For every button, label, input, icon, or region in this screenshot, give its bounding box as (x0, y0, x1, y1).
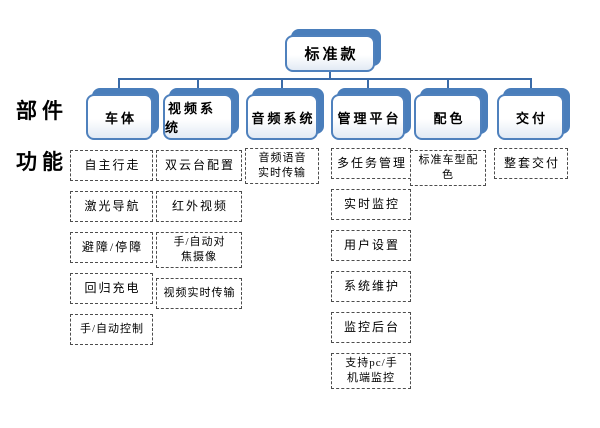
function-item: 系统维护 (331, 271, 411, 302)
node-root: 标准款 (285, 29, 381, 72)
function-item: 手/自动控制 (70, 314, 153, 345)
function-column-video-system: 双云台配置红外视频手/自动对 焦摄像视频实时传输 (156, 150, 242, 309)
connector-drop-6 (530, 78, 532, 91)
function-item: 多任务管理 (331, 148, 411, 179)
function-item: 手/自动对 焦摄像 (156, 232, 242, 268)
connector-rail (118, 78, 532, 80)
connector-drop-4 (367, 78, 369, 91)
connector-drop-3 (281, 78, 283, 91)
node-category-audio-system: 音频系统 (246, 88, 324, 140)
function-column-color-scheme: 标准车型配色 (410, 150, 486, 186)
node-category-chassis: 车体 (86, 88, 159, 140)
node-label: 管理平台 (331, 94, 405, 140)
node-label: 交付 (497, 94, 564, 140)
connector-drop-1 (118, 78, 120, 91)
row-label-components: 部件 (16, 99, 68, 123)
node-category-management-platform: 管理平台 (331, 88, 411, 140)
node-label: 车体 (86, 94, 153, 140)
connector-drop-2 (197, 78, 199, 91)
function-item: 支持pc/手 机端监控 (331, 353, 411, 389)
function-item: 标准车型配色 (410, 150, 486, 186)
function-item: 双云台配置 (156, 150, 242, 181)
node-category-color-scheme: 配色 (414, 88, 488, 140)
function-item: 避障/停障 (70, 232, 153, 263)
node-label: 标准款 (285, 35, 375, 72)
node-label: 配色 (414, 94, 482, 140)
function-column-audio-system: 音频语音 实时传输 (245, 148, 319, 184)
function-item: 自主行走 (70, 150, 153, 181)
function-item: 实时监控 (331, 189, 411, 220)
node-label: 视频系统 (163, 94, 233, 140)
connector-drop-5 (447, 78, 449, 91)
function-column-delivery: 整套交付 (494, 148, 568, 179)
function-item: 整套交付 (494, 148, 568, 179)
row-label-functions: 功能 (16, 150, 68, 174)
function-item: 监控后台 (331, 312, 411, 343)
function-column-chassis: 自主行走激光导航避障/停障回归充电手/自动控制 (70, 150, 153, 345)
node-label: 音频系统 (246, 94, 318, 140)
function-item: 红外视频 (156, 191, 242, 222)
function-item: 回归充电 (70, 273, 153, 304)
function-item: 激光导航 (70, 191, 153, 222)
function-column-management-platform: 多任务管理实时监控用户设置系统维护监控后台支持pc/手 机端监控 (331, 148, 411, 389)
function-item: 音频语音 实时传输 (245, 148, 319, 184)
function-item: 用户设置 (331, 230, 411, 261)
node-category-delivery: 交付 (497, 88, 570, 140)
function-item: 视频实时传输 (156, 277, 242, 309)
connector-root-drop (329, 71, 331, 80)
node-category-video-system: 视频系统 (163, 88, 239, 140)
